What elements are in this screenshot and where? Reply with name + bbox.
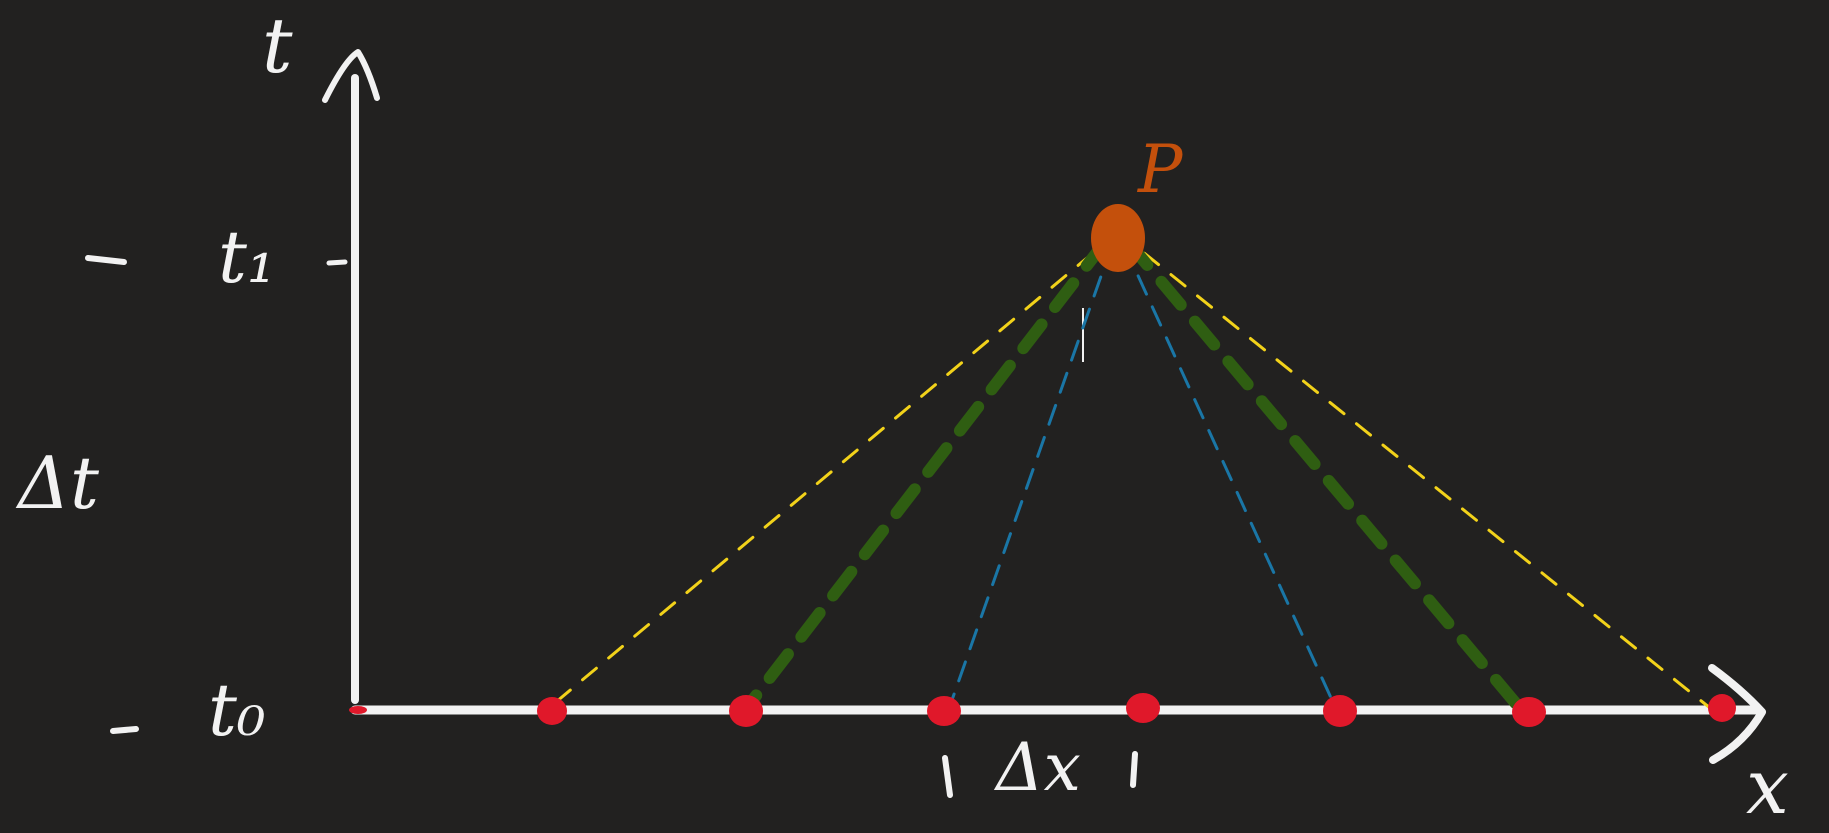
ray-outer-right: [1116, 230, 1717, 714]
labels: t x t₁ t₀ Δt Δx: [15, 1, 1789, 831]
grid-point: [1323, 695, 1357, 727]
grid-point: [927, 696, 961, 726]
origin-point: [349, 706, 367, 714]
grid-point: [1708, 694, 1736, 722]
grid-point: [537, 697, 567, 725]
delta-x-right-bracket: [1130, 751, 1138, 788]
ray-middle-right: [1122, 236, 1529, 718]
ray-inner-right: [1122, 243, 1334, 702]
grid-point: [729, 695, 763, 727]
x-axis-label: x: [1746, 742, 1789, 831]
ray-middle-left: [739, 236, 1111, 716]
t0-label: t₀: [208, 668, 266, 752]
ray-inner-left: [950, 243, 1114, 702]
grid-points: [349, 693, 1736, 727]
t0-side-dash: [110, 726, 139, 734]
x-axis-arrowhead: [1708, 664, 1766, 764]
t1-tick-mark: [326, 259, 348, 266]
grid-point: [1126, 693, 1160, 723]
t1-label: t₁: [218, 215, 276, 299]
delta-t-label: Δt: [15, 441, 100, 525]
grid-point: [1512, 697, 1546, 727]
ray-outer-left: [554, 230, 1120, 704]
t-axis-label: t: [262, 1, 293, 90]
t-axis-arrowhead: [322, 49, 380, 103]
ticks: [85, 255, 1138, 798]
rays: [554, 230, 1717, 718]
point-p-label: P: [1137, 131, 1184, 208]
t1-side-dash: [85, 255, 127, 265]
axes: [322, 49, 1766, 764]
delta-x-left-bracket: [942, 755, 953, 798]
point-p: P: [1091, 131, 1184, 272]
point-p-dot: [1091, 204, 1145, 272]
delta-x-label: Δx: [993, 729, 1081, 806]
